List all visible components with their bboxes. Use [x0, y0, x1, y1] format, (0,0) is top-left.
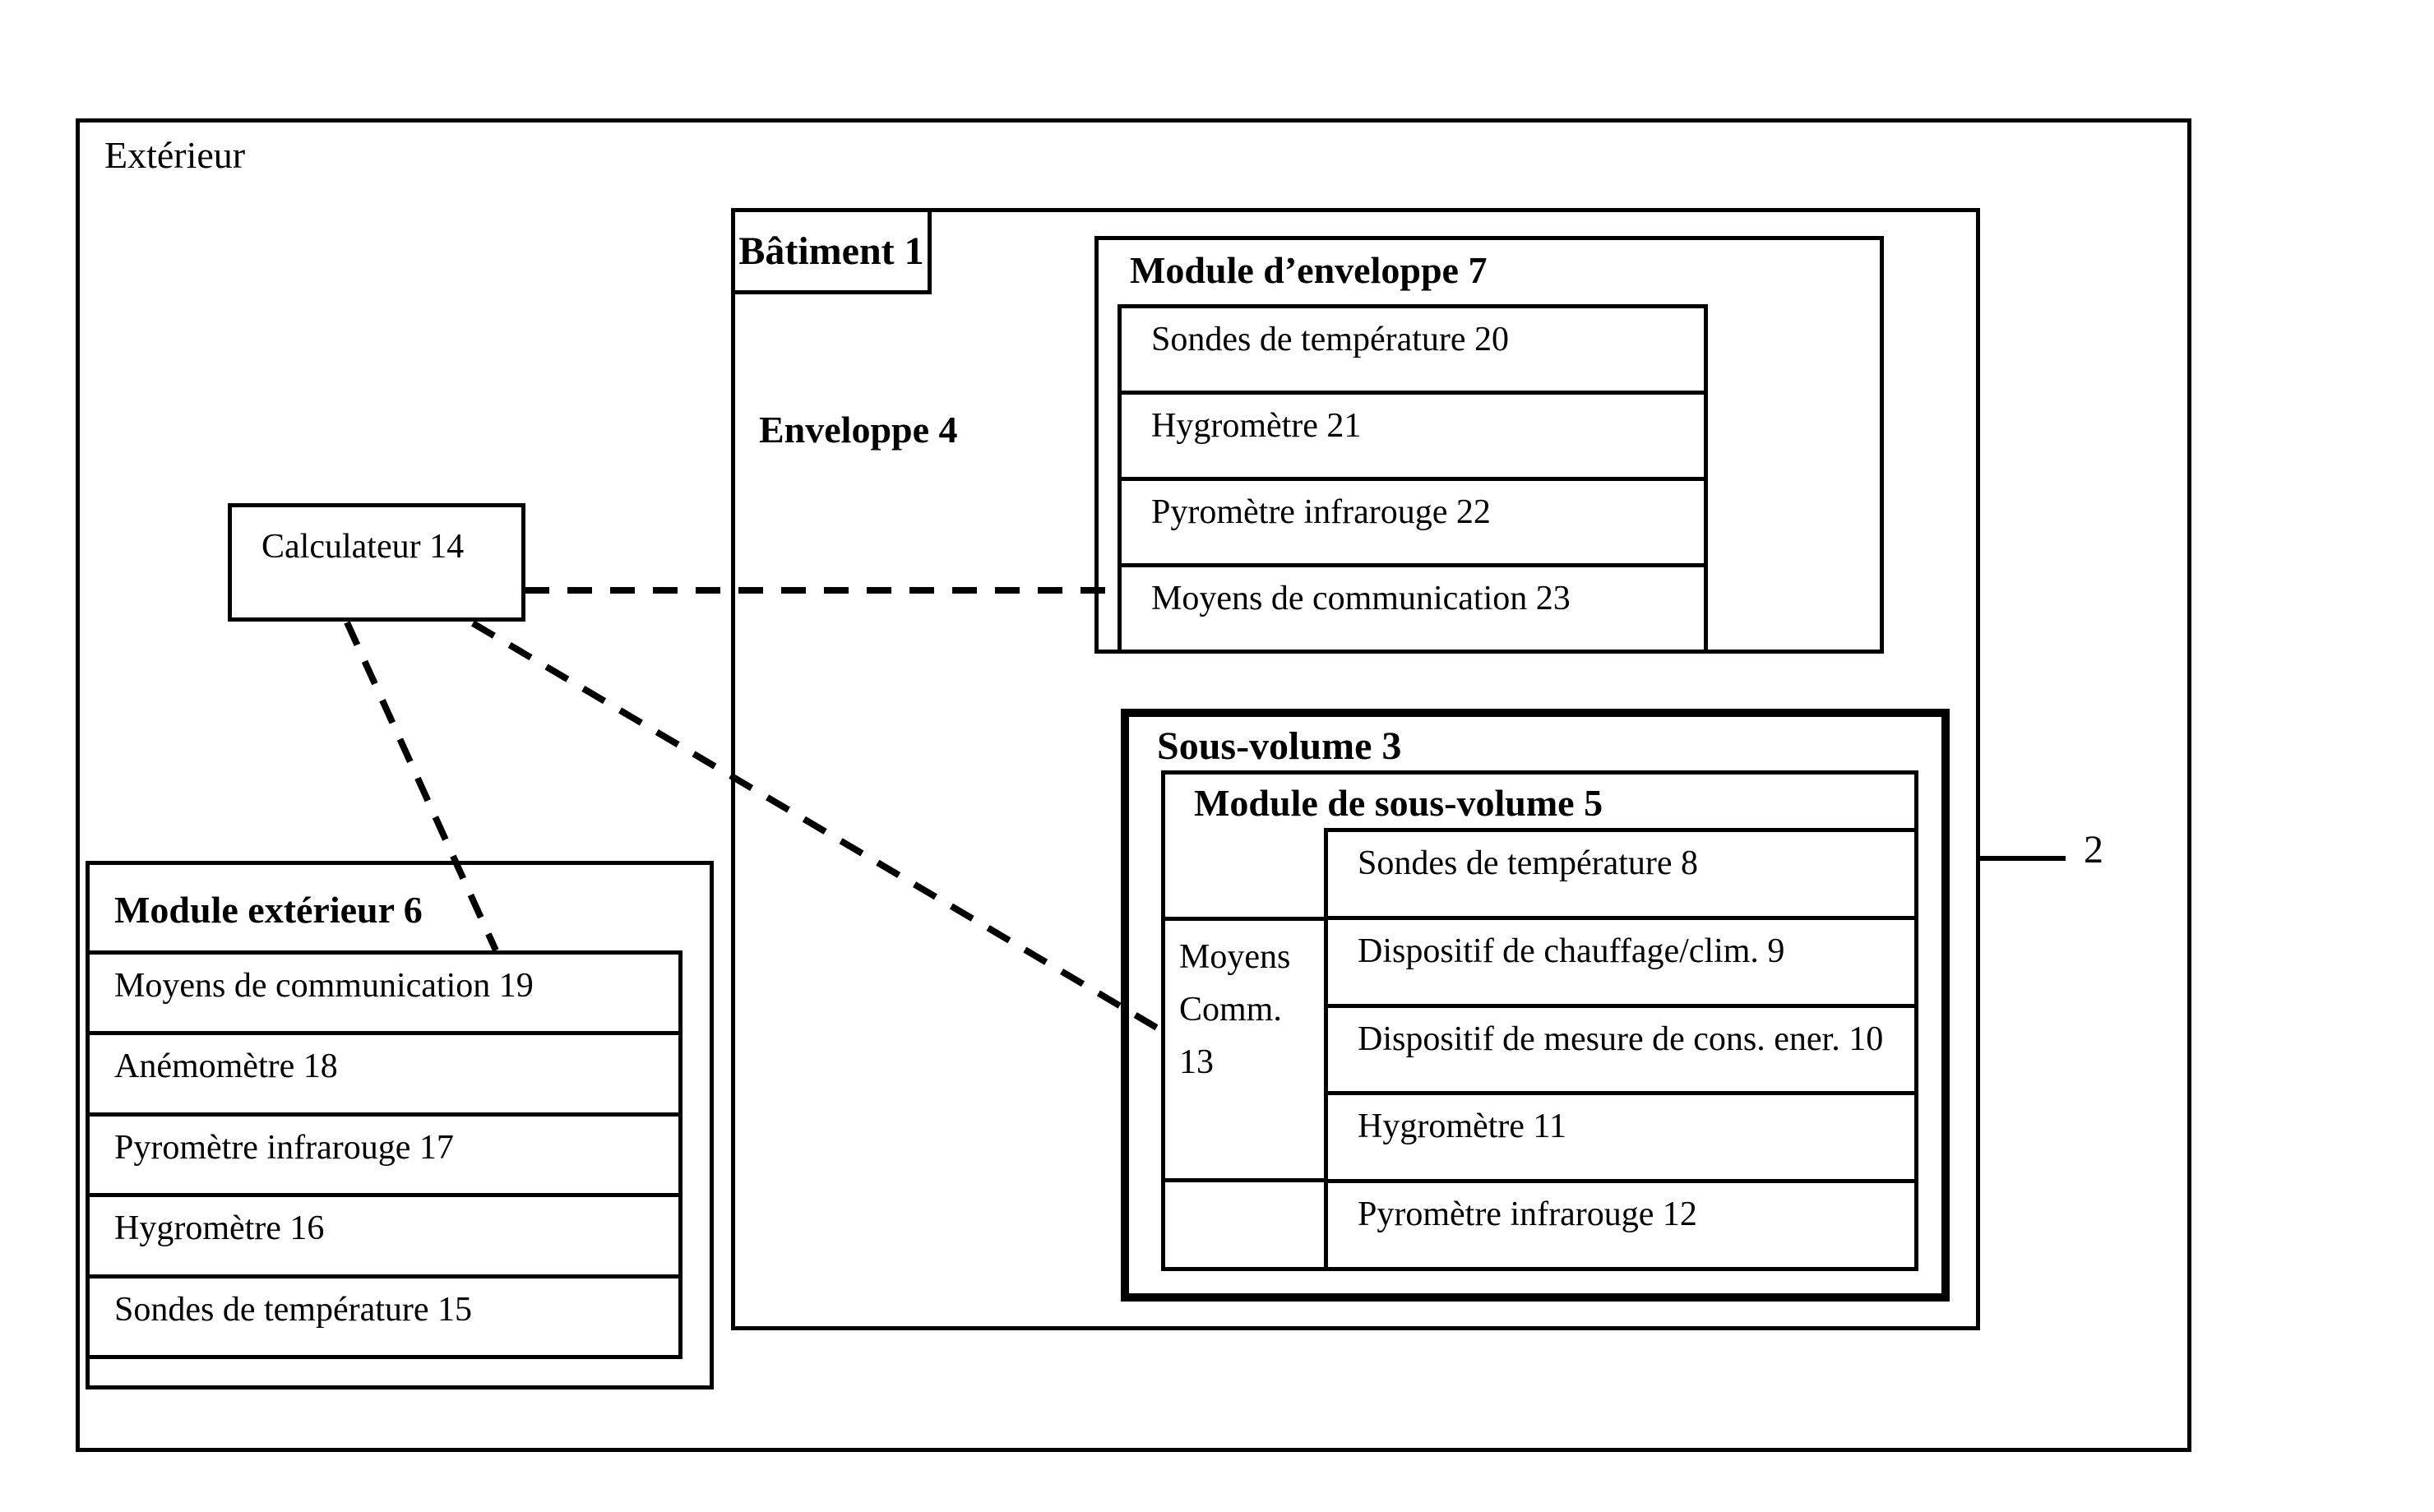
batiment-box — [731, 208, 1980, 1330]
calculateur-label: Calculateur 14 — [261, 528, 465, 566]
module-sous-volume-title: Module de sous-volume 5 — [1194, 782, 1603, 824]
enveloppe-label: Enveloppe 4 — [759, 409, 958, 451]
list-item: Hygromètre 16 — [90, 1193, 678, 1274]
moyens-comm-line: Moyens — [1179, 938, 1291, 976]
list-item: Sondes de température 8 — [1358, 844, 1699, 882]
exterieur-box — [76, 118, 2191, 1452]
list-item: Sondes de température 15 — [90, 1274, 678, 1355]
connector-calculateur-enveloppe — [525, 587, 1118, 594]
module-enveloppe-title: Module d’enveloppe 7 — [1130, 249, 1488, 291]
list-item: Hygromètre 11 — [1328, 1091, 1914, 1179]
list-item: Sondes de température 20 — [1151, 321, 1510, 358]
moyens-comm-cell: Moyens Comm. 13 — [1161, 917, 1328, 1182]
module-enveloppe-rows: Sondes de température 20 Hygromètre 21 P… — [1118, 304, 1708, 654]
module-exterieur-rows: Moyens de communication 19 Anémomètre 18… — [86, 950, 683, 1359]
list-item: Anémomètre 18 — [90, 1031, 678, 1112]
list-item: Dispositif de mesure de cons. ener. 10 — [1328, 1003, 1914, 1092]
list-item: Pyromètre infrarouge 12 — [1328, 1179, 1914, 1267]
batiment-title: Bâtiment 1 — [738, 229, 924, 273]
list-item: Pyromètre infrarouge 17 — [90, 1112, 678, 1193]
exterieur-label: Extérieur — [104, 134, 246, 176]
ref2-leader-line — [1980, 856, 2066, 861]
list-item: Moyens de communication 23 — [1122, 563, 1704, 650]
ref2-label: 2 — [2084, 828, 2103, 872]
list-item: Dispositif de chauffage/clim. 9 — [1328, 915, 1914, 1004]
module-exterieur-title: Module extérieur 6 — [114, 889, 423, 931]
module-sous-volume-rows: Sondes de température 8 Dispositif de ch… — [1324, 828, 1918, 1271]
list-item: Moyens de communication 19 — [114, 967, 534, 1005]
batiment-title-box: Bâtiment 1 — [731, 208, 932, 294]
list-item: Pyromètre infrarouge 22 — [1122, 477, 1704, 563]
sous-volume-title: Sous-volume 3 — [1157, 724, 1402, 768]
calculateur-box: Calculateur 14 — [228, 503, 525, 622]
moyens-comm-line: Comm. — [1179, 991, 1282, 1029]
list-item: Hygromètre 21 — [1122, 391, 1704, 477]
moyens-comm-line: 13 — [1179, 1043, 1214, 1081]
